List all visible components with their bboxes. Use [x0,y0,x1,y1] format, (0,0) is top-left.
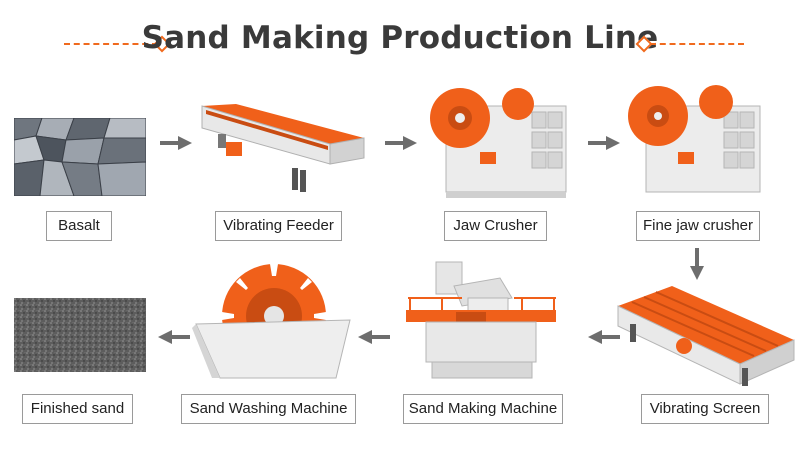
finished-sand-image [14,298,146,372]
step-label-fine-jaw-crusher: Fine jaw crusher [636,211,760,241]
flow-arrow-right-3 [588,136,620,150]
basalt-image [14,118,146,196]
step-label-finished-sand: Finished sand [22,394,133,424]
flow-arrow-down [690,248,704,280]
title-left-ornament [64,35,171,53]
title-right-ornament [635,35,744,53]
vibrating-screen-image [617,286,795,386]
flow-arrow-left-2 [358,330,390,344]
flow-arrow-left-1 [588,330,620,344]
fine-jaw-crusher-image [628,85,761,193]
sand-making-machine-image [406,261,556,379]
title-bar: Sand Making Production Line [0,14,800,66]
step-label-jaw-crusher: Jaw Crusher [444,211,547,241]
step-label-vibrating-feeder: Vibrating Feeder [215,211,342,241]
vibrating-feeder-image [201,104,365,192]
step-label-basalt: Basalt [46,211,112,241]
jaw-crusher-image [430,88,567,198]
step-label-sand-washing-machine: Sand Washing Machine [181,394,356,424]
step-label-sand-making-machine: Sand Making Machine [403,394,563,424]
flow-arrow-left-3 [158,330,190,344]
flow-arrow-right-2 [385,136,417,150]
page-title: Sand Making Production Line [141,20,659,56]
flow-arrow-right-1 [160,136,192,150]
step-label-vibrating-screen: Vibrating Screen [641,394,769,424]
sand-washing-machine-image [192,264,351,379]
